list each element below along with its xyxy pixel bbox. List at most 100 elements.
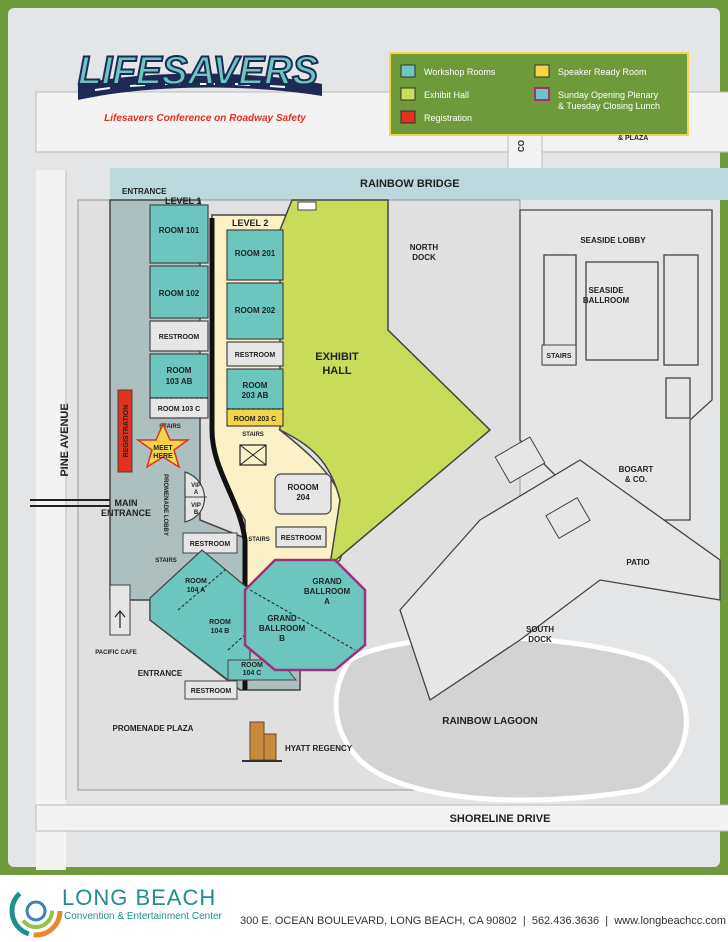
footer-address: 300 E. OCEAN BOULEVARD, LONG BEACH, CA 9… xyxy=(240,915,727,927)
exhibit-hall-label-1: EXHIBIT xyxy=(315,351,359,363)
seaside-ballroom-label-2: BALLROOM xyxy=(583,296,630,305)
room-102-label: ROOM 102 xyxy=(159,289,200,298)
legend-label-registration: Registration xyxy=(424,113,472,123)
north-dock-label-2: DOCK xyxy=(412,253,436,262)
rainbow-bridge-label: RAINBOW BRIDGE xyxy=(360,178,460,190)
vip-a-label-2: A xyxy=(194,490,199,496)
room-104b-label-1: ROOM xyxy=(209,619,231,626)
exhibit-hall xyxy=(279,199,492,567)
restroom-1[interactable] xyxy=(149,320,209,352)
seaside-lobby-label: SEASIDE LOBBY xyxy=(580,236,646,245)
brand-sub: Convention & Entertainment Center xyxy=(64,911,222,922)
room-201-label: ROOM 201 xyxy=(235,249,276,258)
grand-ballroom[interactable] xyxy=(243,558,367,672)
grand-ballroom-a-label-1: GRAND xyxy=(312,577,342,586)
room-104a-label-2: 104 A xyxy=(187,587,205,594)
room-203c-label: ROOM 203 C xyxy=(234,416,276,423)
room-204[interactable] xyxy=(274,473,332,515)
small-building-1 xyxy=(494,436,546,484)
legend: Workshop Rooms Exhibit Hall Registration… xyxy=(389,52,689,136)
room-203ab-label-2: 203 AB xyxy=(242,391,269,400)
room-202[interactable] xyxy=(226,282,284,340)
stairs-2-label: STAIRS xyxy=(155,558,177,564)
stairs-1-label: STAIRS xyxy=(159,424,181,430)
room-104b-label-2: 104 B xyxy=(211,628,230,635)
seaside-stairs-label: STAIRS xyxy=(546,353,571,360)
pine-avenue-label: PINE AVENUE xyxy=(59,403,71,476)
room-103ab[interactable] xyxy=(149,353,209,399)
level-divider xyxy=(209,218,248,690)
logo-road-dashes xyxy=(94,83,286,91)
room-103ab-label-1: ROOM xyxy=(167,366,192,375)
long-beach-logo-icon xyxy=(9,884,63,938)
footer: LONG BEACH Convention & Entertainment Ce… xyxy=(0,875,728,942)
rainbow-lagoon-label: RAINBOW LAGOON xyxy=(442,716,538,727)
restroom-3[interactable] xyxy=(226,341,284,367)
grand-ballroom-divider xyxy=(249,589,356,651)
restroom-1-label: RESTROOM xyxy=(159,334,200,341)
grand-ballroom-a-label-3: A xyxy=(324,597,330,606)
legend-swatch-speaker xyxy=(534,64,550,78)
exhibit-hall-label-2: HALL xyxy=(322,365,352,377)
bogart-label-1: BOGART xyxy=(619,465,654,474)
hyatt-regency-label: HYATT REGENCY xyxy=(285,744,353,753)
entrance-top-label: ENTRANCE xyxy=(122,187,167,196)
room-103ab-label-2: 103 AB xyxy=(166,377,193,386)
restroom-4[interactable] xyxy=(275,526,327,548)
seaside-complex xyxy=(399,209,721,702)
north-dock-label-1: NORTH xyxy=(410,243,439,252)
room-104c-label-2: 104 C xyxy=(243,670,262,677)
room-203ab-label-1: ROOM xyxy=(243,381,268,390)
restroom-5-label: RESTROOM xyxy=(191,688,232,695)
room-202-label: ROOM 202 xyxy=(235,306,276,315)
pacific-cafe xyxy=(109,584,131,636)
legend-swatch-plenary xyxy=(534,87,550,101)
registration-label: REGISTRATION xyxy=(123,405,130,457)
room-203ab[interactable] xyxy=(226,368,284,410)
room-204-label-1: ROOOM xyxy=(287,483,318,492)
room-101[interactable] xyxy=(149,204,209,264)
room-201[interactable] xyxy=(226,229,284,281)
room-102[interactable] xyxy=(149,265,209,319)
grand-ballroom-b-label-2: BALLROOM xyxy=(259,624,306,633)
grand-ballroom-b-label-3: B xyxy=(279,634,285,643)
legend-label-plenary: Sunday Opening Plenary& Tuesday Closing … xyxy=(558,90,660,111)
elevator-x2 xyxy=(239,444,267,466)
room-101-label: ROOM 101 xyxy=(159,226,200,235)
restroom-3-label: RESTROOM xyxy=(235,352,276,359)
room-103c-label: ROOM 103 C xyxy=(158,406,200,413)
rainbow-bridge xyxy=(110,168,728,200)
brand-name: LONG BEACH xyxy=(62,885,217,910)
main-entrance-label-1: MAIN xyxy=(115,498,138,508)
south-dock-label-2: DOCK xyxy=(528,635,552,644)
south-dock-label-1: SOUTH xyxy=(526,625,554,634)
legend-swatch-registration xyxy=(400,110,416,124)
restroom-2[interactable] xyxy=(182,532,238,554)
meet-here-label-1: MEET xyxy=(153,445,173,452)
registration-desk[interactable] xyxy=(117,389,133,473)
promenade-lobby-label: PROMENADE LOBBY xyxy=(162,474,168,536)
grand-ballroom-b-label-1: GRAND xyxy=(267,614,297,623)
legend-swatch-workshop xyxy=(400,64,416,78)
main-entrance-label-2: ENTRANCE xyxy=(101,508,151,518)
meet-here-label-2: HERE xyxy=(153,453,173,460)
exhibit-door xyxy=(297,201,317,211)
pacific-cafe-label: PACIFIC CAFE xyxy=(95,650,137,656)
svg-text:BOGART& CO.: BOGART& CO. xyxy=(619,465,654,484)
room-104-divider-1 xyxy=(177,569,226,611)
vip-a-label-1: VIP xyxy=(191,483,201,489)
restroom-5[interactable] xyxy=(184,680,238,700)
legend-swatch-exhibit xyxy=(400,87,416,101)
legend-label-exhibit: Exhibit Hall xyxy=(424,90,469,100)
room-103c[interactable] xyxy=(149,397,209,419)
